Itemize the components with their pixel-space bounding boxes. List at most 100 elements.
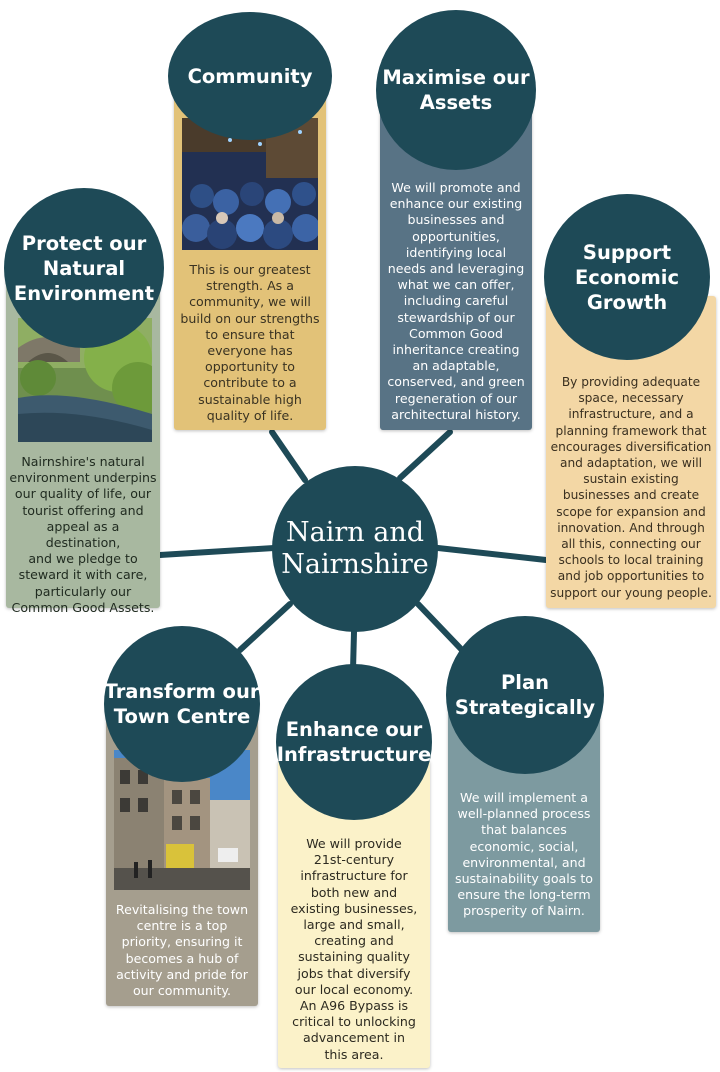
growth-text: By providing adequate space, necessary i… — [546, 374, 716, 601]
growth-line: and job opportunities to — [557, 569, 705, 584]
growth-line: schools to local training — [558, 553, 704, 568]
natural-line: Common Good Assets. — [11, 599, 155, 615]
assets-line: We will promote and — [391, 180, 521, 195]
assets-line: identifying local — [405, 244, 507, 260]
natural-line: and we pledge to — [28, 551, 138, 567]
infrastructure-line: large and small, — [303, 917, 405, 933]
community-line: quality of life. — [206, 407, 294, 423]
town-line: priority, ensuring it — [121, 934, 243, 950]
plan-title-line: Plan — [500, 671, 549, 694]
hub-title-line: Nairn and — [285, 517, 424, 548]
spoke-community — [269, 429, 308, 483]
natural-title-line: Environment — [13, 281, 155, 305]
infrastructure-line: 21st-century — [313, 852, 395, 868]
assets-line: Common Good — [409, 325, 503, 341]
assets-line: businesses and — [407, 212, 505, 228]
growth-line: innovation. And through — [557, 520, 705, 535]
infrastructure-line: our local economy. — [294, 981, 414, 997]
growth-line: By providing adequate — [561, 375, 701, 389]
assets-line: needs and leveraging — [387, 261, 525, 277]
growth-line: all this, connecting our — [561, 537, 701, 552]
assets-line: regeneration of our — [394, 390, 518, 406]
growth-line: businesses and create — [562, 488, 700, 503]
growth-line: planning framework that — [555, 423, 707, 438]
infrastructure-line: jobs that diversify — [297, 965, 411, 981]
growth-line: scope for expansion and — [556, 504, 706, 519]
infrastructure-line: An A96 Bypass is — [299, 998, 409, 1014]
community-line: everyone has — [207, 343, 293, 359]
town-line: Revitalising the town — [115, 902, 249, 917]
natural-line: tourist offering and — [22, 502, 144, 518]
town-line: activity and pride for — [116, 966, 248, 982]
natural-title-line: Protect our — [21, 231, 147, 255]
infrastructure-line: advancement in — [303, 1030, 405, 1046]
plan-line: prosperity of Nairn. — [463, 903, 585, 919]
assets-line: architectural history. — [391, 406, 521, 422]
natural-line: environment underpins — [9, 470, 157, 486]
natural-line: appeal as a destination, — [45, 518, 121, 551]
community-line: strength. As a — [206, 278, 294, 294]
growth-title-line: Economic — [574, 265, 680, 289]
assets-line: opportunities, — [412, 228, 500, 244]
hub-circle: Nairn and Nairnshire — [272, 466, 438, 632]
infrastructure-line: infrastructure for — [300, 868, 408, 884]
natural-text: Nairnshire's natural environment underpi… — [8, 454, 158, 616]
plan-line: sustainability goals to — [455, 871, 593, 887]
growth-title-line: Support — [582, 240, 672, 264]
infrastructure-line: existing businesses, — [290, 900, 418, 916]
natural-photo — [18, 318, 152, 442]
natural-line: steward it with care, — [18, 567, 148, 583]
plan-line: environmental, and — [462, 854, 586, 870]
spoke-assets — [397, 429, 453, 481]
assets-line: conserved, and green — [387, 374, 525, 390]
town-title-line: Town Centre — [113, 705, 251, 728]
assets-circle: Maximise our Assets — [376, 10, 536, 170]
assets-line: enhance our existing — [389, 196, 523, 212]
community-line: to ensure that — [205, 326, 295, 342]
natural-title-line: Natural — [42, 256, 126, 280]
growth-line: sustain existing — [583, 472, 679, 487]
infrastructure-line: critical to unlocking — [292, 1014, 416, 1030]
community-line: opportunity to — [204, 359, 295, 375]
growth-line: encourages diversification — [550, 439, 712, 454]
assets-line: including careful — [403, 293, 509, 309]
growth-line: space, necessary — [578, 391, 684, 406]
infrastructure-title-line: Infrastructure — [276, 743, 432, 766]
plan-line: that balances — [481, 822, 567, 838]
growth-circle: Support Economic Growth — [544, 194, 710, 360]
growth-line: and adaptation, we will — [559, 456, 703, 471]
infrastructure-text: We will provide 21st-century infrastruct… — [280, 836, 428, 1063]
town-line: our community. — [132, 983, 232, 999]
assets-line: inheritance creating — [392, 342, 520, 358]
plan-line: well-planned process — [457, 806, 591, 822]
town-text: Revitalising the town centre is a top pr… — [108, 902, 256, 999]
assets-title-line: Assets — [419, 91, 493, 114]
infrastructure-line: creating and — [314, 933, 394, 949]
infrastructure-line: both new and — [310, 884, 398, 900]
community-title: Community — [187, 64, 313, 88]
community-text: This is our greatest strength. As a comm… — [178, 262, 322, 424]
plan-text: We will implement a well-planned process… — [450, 790, 598, 920]
hub-title-line: Nairnshire — [281, 549, 429, 580]
spoke-growth — [435, 545, 549, 563]
growth-line: support our young people. — [550, 585, 712, 600]
spoke-natural — [157, 545, 277, 558]
spoke-town — [237, 601, 293, 653]
growth-title-line: Growth — [586, 290, 668, 314]
growth-line: infrastructure, and a — [568, 407, 694, 422]
natural-line: particularly our — [34, 583, 132, 599]
spoke-plan — [415, 601, 465, 653]
assets-text: We will promote and enhance our existing… — [382, 180, 530, 423]
plan-line: economic, social, — [469, 838, 579, 854]
natural-line: our quality of life, our — [14, 486, 152, 502]
infrastructure-line: We will provide — [306, 836, 402, 851]
town-line: becomes a hub of — [125, 950, 239, 966]
infrastructure-title-line: Enhance our — [285, 718, 423, 741]
community-line: contribute to a — [203, 375, 297, 391]
community-circle: Community — [168, 12, 332, 140]
town-circle: Transform our Town Centre — [104, 626, 260, 782]
community-line: sustainable high — [198, 391, 302, 407]
plan-line: We will implement a — [460, 790, 588, 805]
